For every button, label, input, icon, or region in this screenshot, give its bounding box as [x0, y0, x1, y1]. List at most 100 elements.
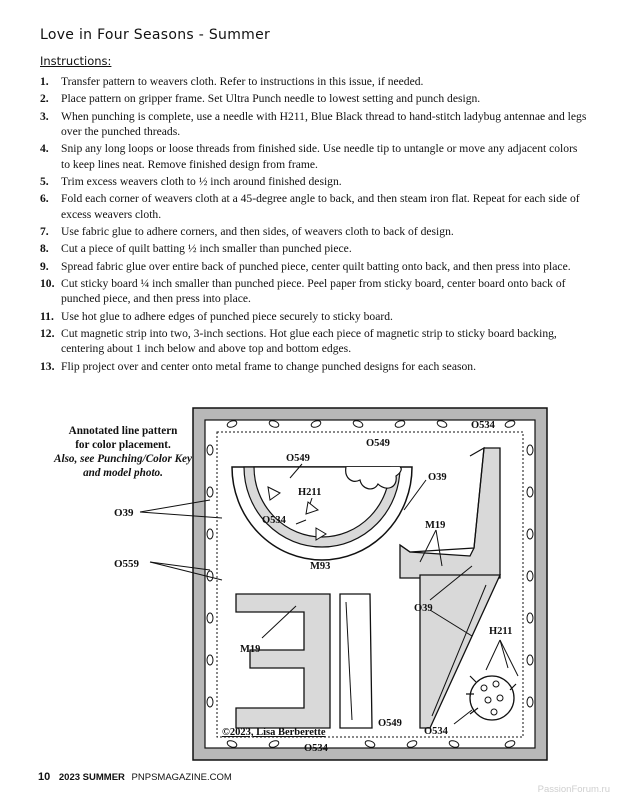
seed-shape: [526, 528, 534, 540]
seed-shape: [352, 420, 364, 428]
step-text: Cut sticky board ¼ inch smaller than pun…: [61, 277, 566, 306]
annotation-line: Annotated line pattern: [68, 425, 178, 437]
step-text: Trim excess weavers cloth to ½ inch arou…: [61, 174, 342, 188]
list-item: 12.Cut magnetic strip into two, 3-inch s…: [40, 326, 588, 356]
label-o549-top: O549: [366, 438, 390, 449]
letter-shape: [419, 574, 502, 729]
letter-shape: [235, 593, 331, 729]
label-o549-bottom: O549: [378, 718, 402, 729]
pointer-line: [139, 499, 211, 513]
seed-shape: [526, 570, 534, 582]
step-number: 7.: [40, 224, 49, 238]
seed-shape: [504, 740, 516, 748]
pointer-line: [149, 561, 211, 571]
letter-shape: [339, 593, 373, 729]
annotation-line: for color placement.: [75, 439, 171, 451]
label-o39-right: O39: [428, 472, 447, 483]
label-h211-bug: H211: [489, 626, 512, 637]
label-o534-bottom-right: O534: [424, 726, 449, 737]
pointer-line: [453, 709, 473, 725]
annotation-note: Annotated line pattern for color placeme…: [38, 424, 208, 480]
annotation-line: and model photo.: [83, 467, 163, 479]
seed-shape: [526, 654, 534, 666]
letter-v: [339, 574, 502, 729]
seed-shape: [448, 740, 460, 748]
ladybug-spot: [484, 696, 492, 704]
watermark-text: PassionForum.ru: [537, 784, 610, 795]
step-text: Transfer pattern to weavers cloth. Refer…: [61, 75, 424, 88]
seed-shape: [310, 420, 322, 428]
instructions-heading: Instructions:: [40, 54, 112, 68]
pointer-lines: [139, 463, 519, 725]
seed-shape: [268, 420, 280, 428]
step-number: 13.: [40, 359, 55, 373]
seed-shape: [267, 486, 281, 501]
pointer-line: [149, 561, 223, 581]
list-item: 13. Flip project over and center onto met…: [40, 359, 588, 374]
step-number: 9.: [40, 259, 49, 273]
letter-l: [399, 446, 501, 579]
label-o559-side: O559: [114, 558, 140, 570]
step-number: 12.: [40, 327, 55, 341]
seed-shape: [315, 527, 327, 541]
seed-shape: [436, 420, 448, 428]
watermelon-slice: [231, 466, 413, 561]
step-text: Use fabric glue to adhere corners, and t…: [61, 224, 454, 238]
list-item: 6.Fold each corner of weavers cloth at a…: [40, 191, 588, 221]
step-text: Flip project over and center onto metal …: [61, 359, 476, 373]
label-o39-mid: O39: [414, 603, 433, 614]
melon-bite: [345, 466, 402, 490]
letter-shape: [431, 584, 487, 717]
step-text: When punching is complete, use a needle …: [61, 109, 587, 138]
step-number: 8.: [40, 242, 49, 256]
label-m19-right: M19: [425, 520, 445, 531]
list-item: 11. Use hot glue to adhere edges of punch…: [40, 309, 588, 324]
list-item: 5. Trim excess weavers cloth to ½ inch ar…: [40, 174, 588, 189]
seed-shape: [206, 528, 214, 540]
list-item: 9.Spread fabric glue over entire back of…: [40, 259, 588, 274]
dotted-border: [216, 431, 524, 738]
instructions-list: 1. Transfer pattern to weavers cloth. Ref…: [40, 74, 588, 376]
seed-shape: [206, 486, 214, 498]
list-item: 8.Cut a piece of quilt batting ½ inch sm…: [40, 241, 588, 256]
list-item: 1. Transfer pattern to weavers cloth. Ref…: [40, 74, 588, 89]
list-item: 2.Place pattern on gripper frame. Set Ul…: [40, 91, 588, 106]
label-o39-side: O39: [114, 507, 134, 519]
seed-shape: [226, 740, 238, 748]
letter-e: [235, 593, 331, 729]
pointer-line: [429, 565, 473, 601]
seed-shape: [364, 740, 376, 748]
seed-shape: [206, 696, 214, 708]
page-title: Love in Four Seasons - Summer: [40, 27, 271, 43]
issue-label: 2023 SUMMER: [58, 772, 125, 783]
pointer-line: [419, 529, 437, 563]
pointer-line: [499, 639, 509, 669]
seed-shape: [206, 444, 214, 456]
step-number: 11.: [40, 309, 54, 323]
ladybug-spot: [492, 680, 500, 688]
annotation-line: Also, see Punching/Color Key: [54, 453, 192, 465]
seed-shape: [526, 696, 534, 708]
step-text: Use hot glue to adhere edges of punched …: [61, 309, 393, 323]
label-m19-left: M19: [240, 644, 260, 655]
pointer-line: [485, 639, 501, 671]
pointer-line: [435, 529, 443, 567]
label-h211-melon: H211: [298, 487, 321, 498]
copyright-text: ©2023, Lisa Berberette: [222, 727, 326, 738]
label-o534-bottom: O534: [304, 743, 329, 754]
label-o534-melon: O534: [262, 515, 287, 526]
step-number: 10.: [40, 277, 55, 291]
pointer-line: [429, 609, 473, 637]
seed-shape: [206, 654, 214, 666]
step-text: Place pattern on gripper frame. Set Ultr…: [61, 92, 481, 106]
ladybug-spot: [480, 684, 488, 692]
seed-shape: [394, 420, 406, 428]
letter-shape: [399, 446, 485, 553]
step-number: 5.: [40, 174, 49, 188]
step-number: 1.: [40, 75, 49, 88]
list-item: 10. Cut sticky board ¼ inch smaller than …: [40, 276, 588, 306]
pointer-line: [139, 511, 223, 519]
pointer-line: [289, 463, 303, 479]
pointer-line: [499, 639, 519, 677]
